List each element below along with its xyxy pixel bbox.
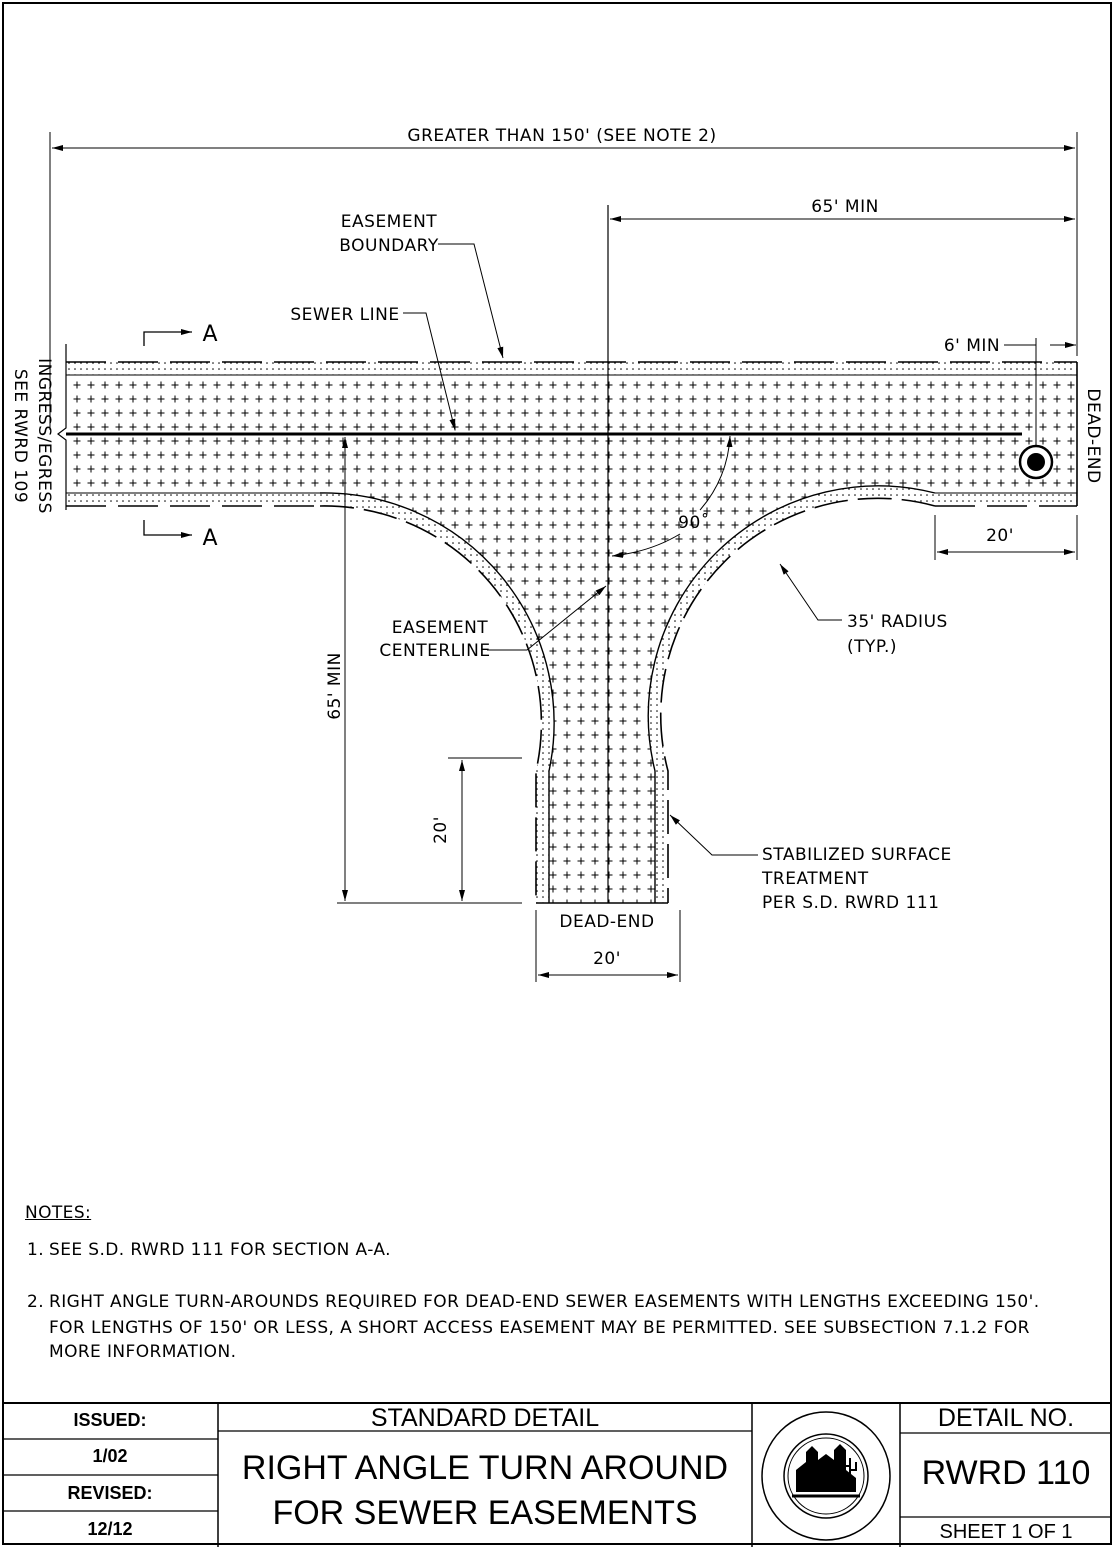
title-line-1: RIGHT ANGLE TURN AROUND [241, 1449, 729, 1487]
ingress-label-1: INGRESS/EGRESS [34, 358, 54, 514]
radius-label-1: 35' RADIUS [847, 612, 948, 632]
easement-boundary-label-2: BOUNDARY [339, 236, 439, 256]
issued-label: ISSUED: [73, 1410, 147, 1430]
note-1-number: 1. [27, 1240, 45, 1260]
easement-boundary-label-1: EASEMENT [341, 212, 438, 232]
ingress-label-2: SEE RWRD 109 [10, 369, 30, 503]
dead-end-right-label: DEAD-END [1083, 388, 1103, 483]
centerline-label-2: CENTERLINE [379, 641, 490, 661]
detail-no-label: DETAIL NO. [937, 1404, 1075, 1432]
centerline-label-1: EASEMENT [392, 618, 489, 638]
right-curve-outer [659, 497, 936, 903]
surface-label-2: TREATMENT [761, 869, 869, 889]
surface-label-1: STABILIZED SURFACE [762, 845, 952, 865]
surface-leader [669, 814, 758, 856]
section-a-top-marker [143, 329, 192, 346]
revised-label: REVISED: [67, 1483, 153, 1503]
dead-end-bottom-label: DEAD-END [559, 912, 654, 932]
revised-value: 12/12 [87, 1519, 133, 1539]
left-curve-inner [319, 492, 555, 903]
easement-boundary-leader [438, 243, 504, 359]
section-a-top-label: A [202, 322, 217, 347]
manhole-inner [1027, 453, 1045, 471]
dim-20-right-label: 20' [986, 526, 1014, 546]
title-line-2: FOR SEWER EASEMENTS [272, 1494, 698, 1532]
pima-county-seal [761, 1411, 891, 1541]
dim-65-vert-label: 65' MIN [325, 652, 345, 720]
dim-6-min-label: 6' MIN [944, 336, 1000, 356]
angle-90-leader [611, 533, 681, 558]
radius-leader [779, 563, 842, 621]
note-2-line-2: FOR LENGTHS OF 150' OR LESS, A SHORT ACC… [49, 1318, 1030, 1338]
angle-90-arc [699, 435, 733, 511]
easement-crosshatch [66, 375, 1077, 903]
dim-65-top-label: 65' MIN [811, 197, 879, 217]
sheet-number: SHEET 1 OF 1 [939, 1521, 1073, 1543]
dim-overall-label: GREATER THAN 150' (SEE NOTE 2) [407, 126, 716, 146]
ingress-break-line [57, 344, 67, 510]
sewer-line-label: SEWER LINE [290, 305, 399, 325]
sewer-line-leader [403, 312, 456, 431]
dim-20-bottom-label: 20' [593, 949, 621, 969]
note-2-number: 2. [27, 1292, 45, 1312]
dim-20-vert-label: 20' [431, 816, 451, 844]
issued-value: 1/02 [92, 1446, 128, 1466]
right-curve-inner [647, 485, 936, 903]
note-2-line-3: MORE INFORMATION. [49, 1342, 237, 1362]
radius-label-2: (TYP.) [847, 637, 897, 657]
centerline-leader [487, 585, 607, 651]
detail-no-value: RWRD 110 [921, 1454, 1091, 1492]
angle-90-label: 90˚ [678, 512, 710, 533]
section-a-bottom-label: A [202, 526, 217, 551]
left-curve-outer [319, 505, 543, 903]
note-2-line-1: RIGHT ANGLE TURN-AROUNDS REQUIRED FOR DE… [49, 1292, 1040, 1312]
notes-heading: NOTES: [25, 1203, 92, 1223]
standard-detail-header: STANDARD DETAIL [370, 1404, 600, 1432]
note-1-text: SEE S.D. RWRD 111 FOR SECTION A-A. [49, 1240, 391, 1260]
surface-label-3: PER S.D. RWRD 111 [762, 893, 940, 913]
section-a-bottom-marker [143, 520, 192, 538]
